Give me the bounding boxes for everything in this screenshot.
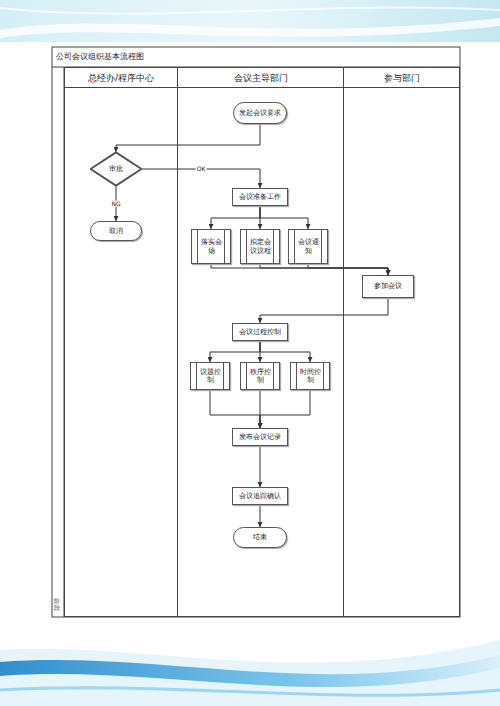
flow-connector — [260, 390, 310, 428]
flow-connector — [210, 390, 260, 428]
node-text: 时间控制 — [297, 368, 323, 385]
flow-connector — [260, 390, 261, 428]
node-text: 参加会议 — [374, 282, 402, 290]
node-text: 拟定会议议程 — [247, 238, 273, 255]
node-text: 结束 — [253, 533, 267, 541]
flow-connector — [260, 206, 261, 229]
flow-connector — [210, 341, 260, 362]
node-text: 会议通知 — [295, 238, 321, 255]
decision-diamond: 审批 — [90, 152, 142, 186]
process-box: 参加会议 — [362, 275, 414, 298]
subprocess-box: 落实会场 — [191, 229, 231, 264]
subprocess-box: 议题控制 — [190, 362, 230, 390]
flow-connector — [260, 505, 261, 527]
chart-title: 公司会议组织基本流程图 — [56, 50, 144, 64]
bottom-wave-line — [0, 688, 500, 696]
node-text: 发布会议记录 — [239, 433, 281, 441]
bottom-swoosh — [0, 655, 500, 687]
bottom-band — [0, 640, 500, 706]
flow-connector — [260, 341, 310, 362]
node-text: 会议准备工作 — [239, 193, 281, 201]
top-wave — [0, 18, 500, 38]
flow-connector — [260, 206, 308, 229]
swimlane: 参与部门参加会议 — [343, 67, 460, 617]
flow-connector — [260, 341, 261, 362]
node-text: 秩序控制 — [247, 368, 273, 385]
terminal-box: 发起会议要求 — [233, 102, 287, 124]
node-text: 会议追踪确认 — [239, 492, 281, 500]
subprocess-box: 会议通知 — [288, 229, 328, 264]
subprocess-box: 秩序控制 — [240, 362, 280, 390]
flow-connector — [211, 206, 260, 229]
node-text: 取消 — [109, 227, 123, 235]
swimlane: 会议主导部门发起会议要求会议准备工作落实会场 拟定会议议程 会议通知会议过程控制议题… — [177, 67, 344, 617]
chart-frame — [52, 47, 460, 617]
node-text: 发起会议要求 — [239, 109, 281, 117]
edge-label: OK — [196, 166, 207, 173]
swimlane: 总经办/程序中心审批取消 — [64, 67, 178, 617]
flow-connector — [308, 264, 388, 275]
flow-connector — [260, 446, 261, 487]
terminal-box: 取消 — [90, 221, 142, 241]
process-box: 发布会议记录 — [232, 428, 288, 446]
lane-header: 参与部门 — [344, 68, 459, 88]
flow-connector — [211, 264, 388, 275]
edge-label: NG — [110, 200, 121, 207]
subprocess-box: 拟定会议议程 — [240, 229, 280, 264]
subprocess-box: 时间控制 — [290, 362, 330, 390]
lane-header: 总经办/程序中心 — [65, 68, 177, 88]
stage-label-text: 阶段 — [54, 598, 60, 611]
node-text: 落实会场 — [198, 238, 224, 255]
flow-connector — [260, 298, 388, 323]
node-text: 审批 — [109, 165, 123, 173]
node-text: 会议过程控制 — [239, 328, 281, 336]
process-box: 会议过程控制 — [232, 323, 288, 341]
top-wave-line — [0, 7, 500, 13]
flow-connector — [116, 124, 260, 152]
stage-label: 阶段 — [54, 598, 60, 611]
process-box: 会议追踪确认 — [232, 487, 288, 505]
top-band — [0, 0, 500, 42]
lane-header: 会议主导部门 — [178, 68, 343, 88]
node-text: 议题控制 — [197, 368, 223, 385]
terminal-box: 结束 — [233, 527, 287, 548]
process-box: 会议准备工作 — [232, 188, 288, 206]
flow-connector — [260, 264, 388, 275]
